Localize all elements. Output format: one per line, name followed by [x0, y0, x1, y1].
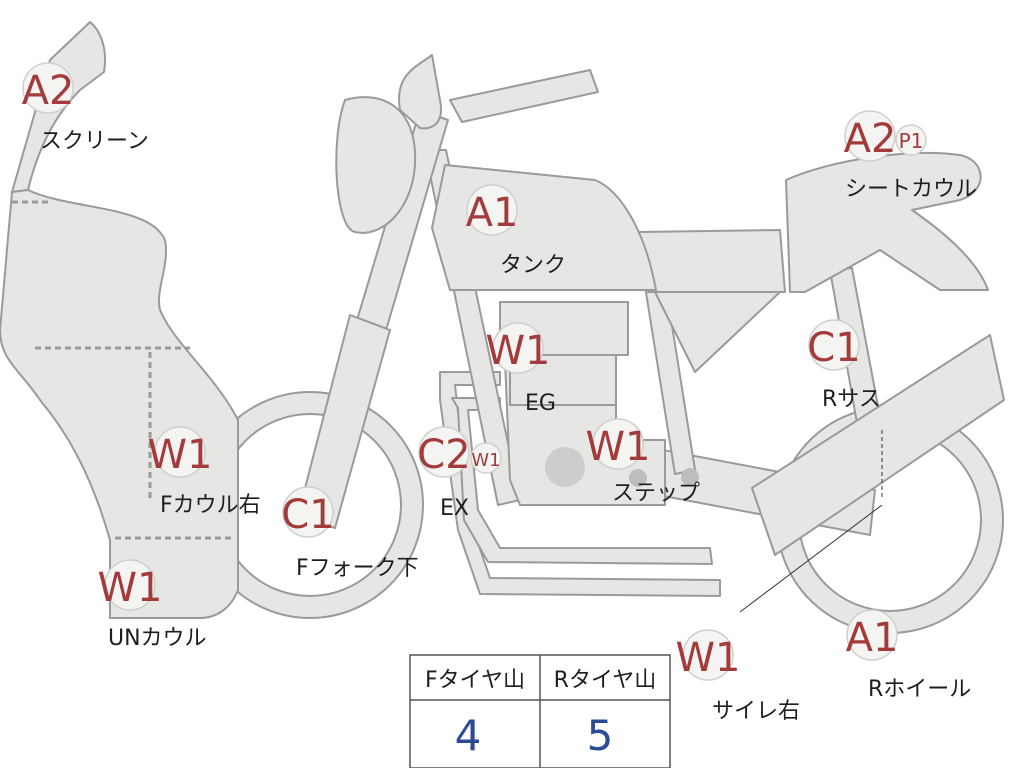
badge-under-cowl: W1	[98, 559, 163, 611]
grade-text: W1	[676, 635, 741, 681]
grade-text: W1	[486, 328, 551, 374]
part-label-under-cowl: UNカウル	[108, 626, 207, 651]
grade-text: C1	[281, 492, 334, 538]
headlight-nacelle	[335, 96, 417, 234]
badge-circle	[492, 322, 544, 374]
grade-text: W1	[148, 432, 213, 478]
badge-circle	[104, 559, 156, 611]
badge-circle	[682, 629, 734, 681]
part-label-front-cowl-right: Fカウル右	[160, 493, 261, 518]
fork-lower	[297, 314, 391, 529]
table-header-front-tire: Fタイヤ山	[425, 668, 525, 693]
badge-rear-wheel: A1	[846, 609, 899, 661]
badge-step: W1	[586, 418, 651, 470]
table-value-front-tire: 4	[455, 711, 482, 760]
part-label-rear-wheel: Rホイール	[868, 677, 971, 702]
part-label-tank: タンク	[500, 253, 566, 278]
part-label-screen: スクリーン	[40, 129, 149, 154]
part-label-rear-suspension: Rサス	[822, 387, 881, 412]
motorcycle-silhouette	[0, 21, 1005, 634]
part-label-engine: EG	[525, 391, 556, 416]
badge-rear-suspension: C1	[807, 319, 861, 371]
grade-text-secondary: W1	[471, 450, 500, 471]
handlebar	[398, 54, 442, 130]
badge-circle	[282, 486, 334, 538]
grade-text: W1	[98, 565, 163, 611]
part-label-exhaust: EX	[440, 496, 469, 521]
badge-circle	[808, 319, 860, 371]
badge-circle	[846, 609, 898, 661]
badge-circle-secondary	[895, 124, 927, 156]
badge-circle	[466, 184, 518, 236]
seat-underside	[654, 291, 781, 373]
badge-screen: A2	[22, 62, 75, 114]
grade-text: A1	[466, 190, 519, 236]
grade-text-secondary: P1	[899, 129, 924, 153]
part-label-seat-cowl: シートカウル	[845, 177, 977, 202]
badge-engine: W1	[486, 322, 551, 374]
tire-tread-table: Fタイヤ山 Rタイヤ山 4 5	[409, 654, 671, 768]
badge-seat-cowl: A2 P1	[844, 110, 927, 162]
table-value-rear-tire: 5	[587, 711, 614, 760]
grade-text: C2	[417, 432, 470, 478]
leader-lines	[739, 430, 883, 613]
part-badges: A2 スクリーン A1 タンク A2 P1 シートカウル W1 EG C1 Rサ…	[22, 62, 977, 724]
grade-text: A2	[22, 68, 75, 114]
table-header-rear-tire: Rタイヤ山	[554, 668, 657, 693]
engine-cover	[545, 447, 585, 487]
front-fairing	[0, 189, 239, 619]
badge-circle	[154, 426, 206, 478]
badge-tank: A1	[466, 184, 519, 236]
grade-text: W1	[586, 424, 651, 470]
badge-circle	[22, 62, 74, 114]
badge-circle	[844, 110, 896, 162]
badge-circle-secondary	[470, 442, 502, 474]
footpeg-right	[681, 468, 699, 486]
part-label-front-fork-lower: Fフォーク下	[296, 556, 419, 581]
part-label-step: ステップ	[612, 481, 700, 506]
handlebar-grip	[449, 69, 599, 123]
seat	[637, 229, 786, 293]
grade-text: A2	[844, 116, 897, 162]
grade-text: C1	[807, 325, 860, 371]
badge-front-cowl-right: W1	[148, 426, 213, 478]
seat-cowl	[785, 152, 989, 293]
footpeg-left	[629, 469, 647, 487]
grade-text: A1	[846, 615, 899, 661]
badge-circle	[592, 418, 644, 470]
badge-silencer-right: W1	[676, 629, 741, 681]
part-label-silencer-right: サイレ右	[712, 699, 800, 724]
silencer-leader	[739, 504, 883, 613]
muffler	[751, 334, 1005, 556]
badge-front-fork-lower: C1	[281, 486, 335, 538]
badge-circle	[418, 426, 470, 478]
badge-exhaust: C2 W1	[417, 426, 502, 478]
